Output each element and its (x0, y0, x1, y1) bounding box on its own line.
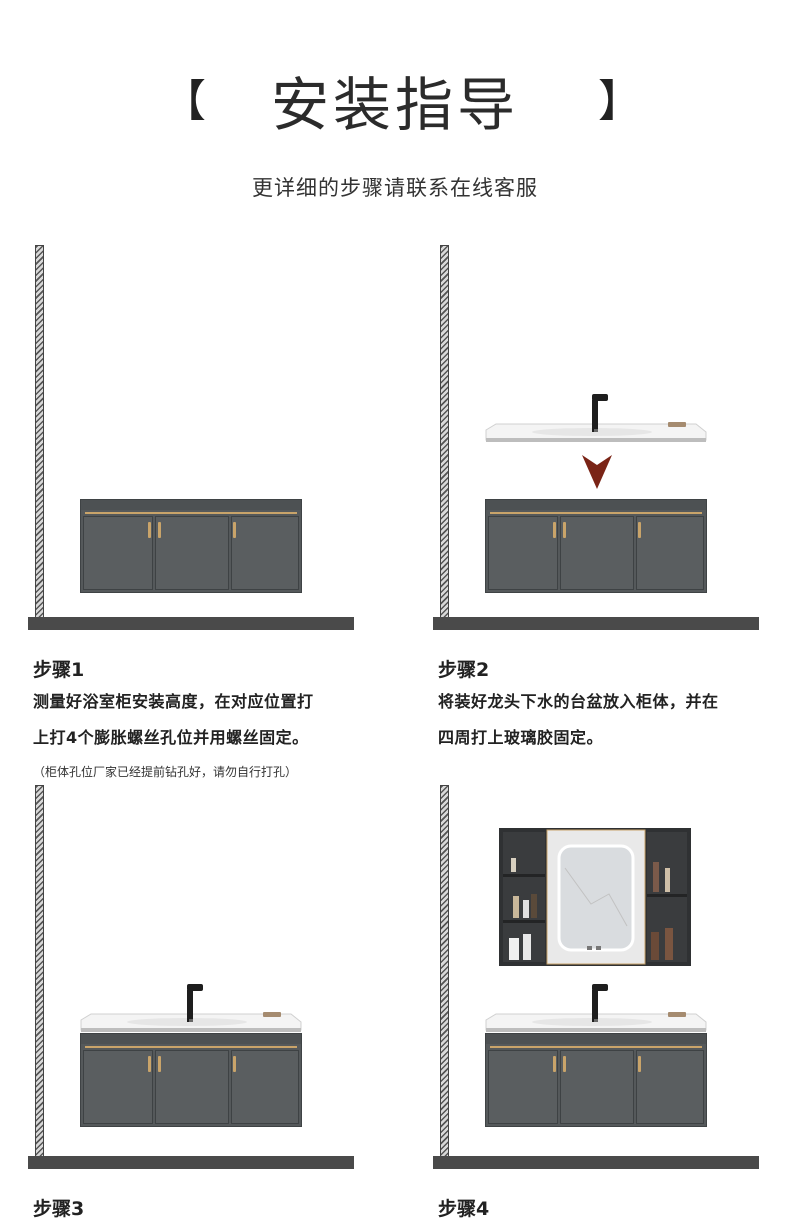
page-subtitle: 更详细的步骤请联系在线客服 (252, 176, 538, 200)
mirror-cabinet-icon (499, 828, 691, 966)
floor-icon (433, 617, 759, 630)
floor-icon (433, 1156, 759, 1169)
basin-icon (485, 394, 707, 442)
arrow-down-icon (582, 455, 612, 489)
page-title: 安装指导 (270, 71, 519, 139)
cabinet-icon (485, 499, 707, 593)
right-bracket: 】 (598, 76, 642, 127)
step4-label: 步骤4 (438, 1198, 490, 1220)
step2-label: 步骤2 (438, 659, 490, 681)
step1-desc-line1: 测量好浴室柜安装高度，在对应位置打 (33, 692, 314, 711)
left-bracket: 【 (162, 76, 206, 127)
wall-icon (35, 785, 44, 1157)
floor-icon (28, 617, 354, 630)
step3-label: 步骤3 (33, 1198, 85, 1220)
basin-icon (80, 984, 302, 1032)
wall-icon (35, 245, 44, 618)
cabinet-icon (80, 499, 302, 593)
cabinet-icon (80, 1033, 302, 1127)
wall-icon (440, 785, 449, 1157)
floor-icon (28, 1156, 354, 1169)
wall-icon (440, 245, 449, 618)
step2-desc-line1: 将装好龙头下水的台盆放入柜体，并在 (438, 692, 719, 711)
step2-desc-line2: 四周打上玻璃胶固定。 (438, 728, 604, 747)
step1-label: 步骤1 (33, 659, 85, 681)
step1-note: （柜体孔位厂家已经提前钻孔好，请勿自行打孔） (33, 765, 298, 779)
step1-desc-line2: 上打4个膨胀螺丝孔位并用螺丝固定。 (33, 728, 309, 747)
cabinet-icon (485, 1033, 707, 1127)
basin-icon (485, 984, 707, 1032)
